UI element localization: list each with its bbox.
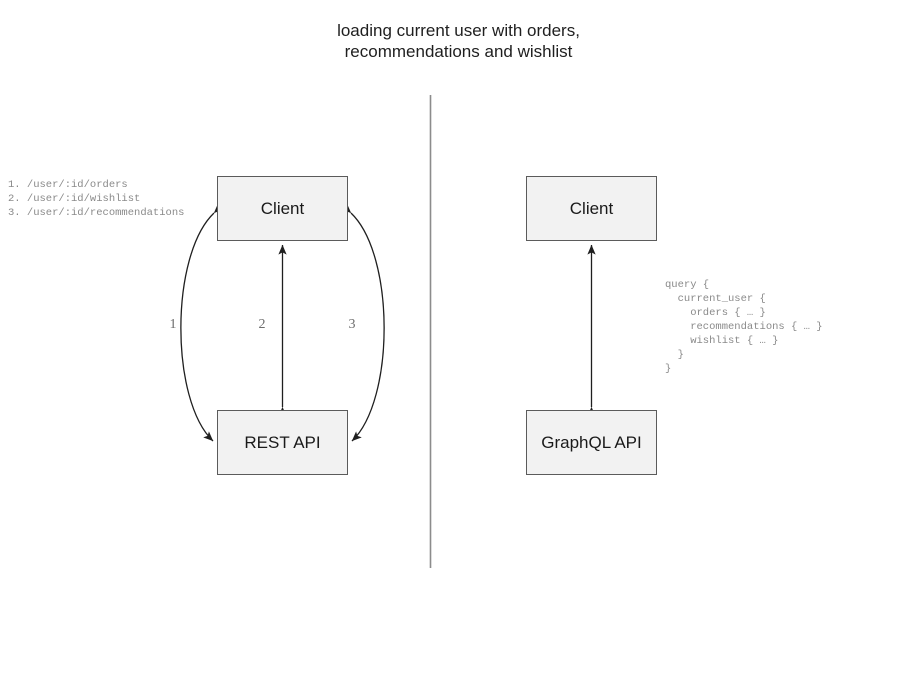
graphql-query-block: query { current_user { orders { … } reco… [665,279,823,375]
rest-edge-1 [180,203,224,442]
node-rest-client-label: Client [260,198,305,218]
rest-endpoint-list: 1. /user/:id/orders 2. /user/:id/wishlis… [8,179,185,219]
edge-label-2: 2 [258,317,266,332]
node-graphql-client[interactable]: Client [526,176,657,241]
edge-label-1: 1 [169,317,177,332]
node-graphql-api[interactable]: GraphQL API [526,410,657,475]
rest-edge-3 [341,203,385,442]
node-rest-api[interactable]: REST API [217,410,348,475]
node-rest-api-label: REST API [244,432,321,452]
node-rest-client[interactable]: Client [217,176,348,241]
edge-label-3: 3 [348,317,356,332]
node-graphql-api-label: GraphQL API [541,432,642,452]
node-graphql-client-label: Client [569,198,614,218]
diagram-title: loading current user with orders, recomm… [337,21,580,61]
